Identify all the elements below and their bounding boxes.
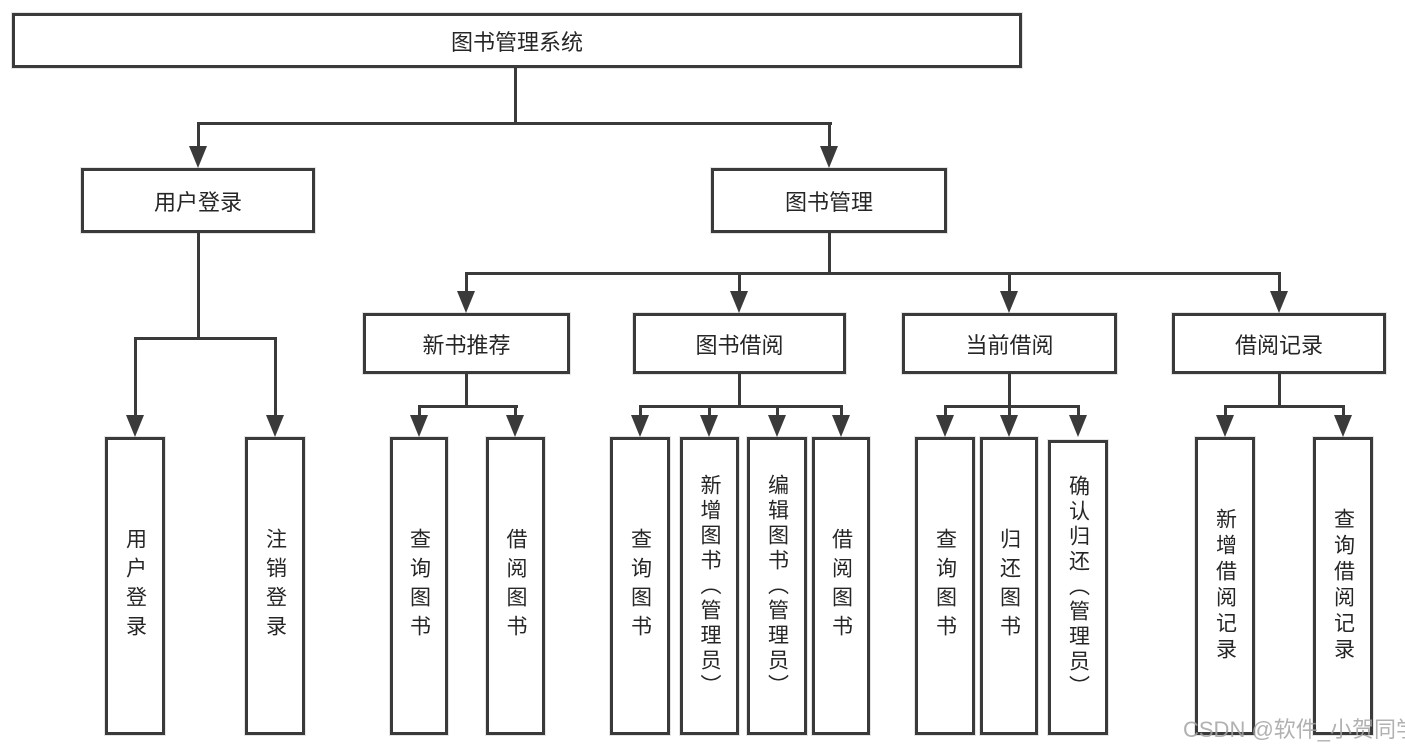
node-nb-borrow-label: 借阅图书 xyxy=(504,528,527,644)
connector-new-books-bus xyxy=(418,405,518,408)
arrow-cb-query xyxy=(936,415,954,437)
connector-drop-bb-edit xyxy=(776,405,779,417)
connector-drop-new-books xyxy=(465,272,468,293)
node-book-mgmt-label: 图书管理 xyxy=(784,189,873,215)
node-bb-query-label: 查询图书 xyxy=(628,528,652,644)
node-book-mgmt: 图书管理 xyxy=(711,168,947,233)
connector-new-books-stem xyxy=(465,374,468,405)
connector-borrow-records-stem xyxy=(1278,374,1281,405)
arrow-nb-query xyxy=(410,415,428,437)
arrow-br-query xyxy=(1334,415,1352,437)
connector-drop-cb-return xyxy=(1008,405,1011,417)
arrow-br-add xyxy=(1216,415,1234,437)
connector-borrow-records-bus xyxy=(1224,405,1345,408)
node-nb-query: 查询图书 xyxy=(390,437,448,735)
node-logout: 注销登录 xyxy=(245,437,305,735)
connector-drop-br-query xyxy=(1342,405,1345,417)
node-logout-label: 注销登录 xyxy=(263,528,287,644)
node-cb-query-label: 查询图书 xyxy=(933,528,957,644)
node-root: 图书管理系统 xyxy=(12,13,1022,68)
node-bb-borrow-label: 借阅图书 xyxy=(829,528,853,644)
connector-drop-logout xyxy=(274,337,277,417)
node-user-login-label: 用户登录 xyxy=(153,189,242,215)
connector-drop-user-login xyxy=(197,122,200,148)
arrow-bb-add xyxy=(700,415,718,437)
node-bb-borrow: 借阅图书 xyxy=(812,437,870,735)
arrow-bb-borrow xyxy=(832,415,850,437)
connector-user-login-bus xyxy=(134,337,277,340)
connector-root-bus xyxy=(197,122,832,125)
node-book-borrow: 图书借阅 xyxy=(633,313,846,374)
node-nb-query-label: 查询图书 xyxy=(407,528,431,644)
connector-book-borrow-stem xyxy=(738,374,741,405)
node-current-borrow-label: 当前借阅 xyxy=(965,332,1054,358)
node-br-add-label: 新增借阅记录 xyxy=(1213,508,1237,664)
node-cb-return-label: 归还图书 xyxy=(997,528,1021,644)
connector-drop-current-borrow xyxy=(1008,272,1011,293)
csdn-watermark: CSDN @软件_小贺同学 xyxy=(1183,717,1405,742)
connector-book-mgmt-bus xyxy=(465,272,1281,275)
node-root-label: 图书管理系统 xyxy=(450,29,583,55)
connector-drop-cb-confirm xyxy=(1077,405,1080,417)
node-new-books: 新书推荐 xyxy=(363,313,570,374)
connector-drop-login xyxy=(134,337,137,417)
arrow-cb-confirm xyxy=(1069,415,1087,437)
node-br-query-label: 查询借阅记录 xyxy=(1331,508,1355,664)
connector-drop-book-borrow xyxy=(738,272,741,293)
connector-drop-borrow-records xyxy=(1278,272,1281,293)
connector-drop-nb-borrow xyxy=(514,405,517,417)
node-br-query: 查询借阅记录 xyxy=(1313,437,1373,735)
node-bb-query: 查询图书 xyxy=(610,437,670,735)
arrow-logout xyxy=(266,415,284,437)
arrow-login xyxy=(126,415,144,437)
arrow-book-borrow xyxy=(730,291,748,313)
arrow-cb-return xyxy=(1000,415,1018,437)
connector-drop-br-add xyxy=(1224,405,1227,417)
node-cb-query: 查询图书 xyxy=(915,437,975,735)
connector-drop-nb-query xyxy=(418,405,421,417)
node-nb-borrow: 借阅图书 xyxy=(486,437,545,735)
node-login: 用户登录 xyxy=(105,437,165,735)
node-bb-add-label: 新增图书（管理员） xyxy=(698,473,721,699)
connector-root-stem xyxy=(514,68,517,122)
connector-user-login-stem xyxy=(197,233,200,337)
node-user-login: 用户登录 xyxy=(81,168,315,233)
node-new-books-label: 新书推荐 xyxy=(422,332,511,358)
node-bb-add: 新增图书（管理员） xyxy=(680,437,739,735)
arrow-bb-edit xyxy=(768,415,786,437)
arrow-book-mgmt xyxy=(820,146,838,168)
connector-drop-bb-borrow xyxy=(840,405,843,417)
node-borrow-records: 借阅记录 xyxy=(1172,313,1386,374)
node-cb-confirm-label: 确认归还（管理员） xyxy=(1066,475,1090,700)
node-login-label: 用户登录 xyxy=(123,528,147,644)
connector-current-borrow-bus xyxy=(944,405,1080,408)
arrow-nb-borrow xyxy=(506,415,524,437)
connector-book-borrow-bus xyxy=(639,405,843,408)
arrow-new-books xyxy=(457,291,475,313)
node-bb-edit: 编辑图书（管理员） xyxy=(747,437,807,735)
connector-drop-book-mgmt xyxy=(828,122,831,148)
connector-drop-cb-query xyxy=(944,405,947,417)
arrow-user-login xyxy=(189,146,207,168)
node-cb-return: 归还图书 xyxy=(980,437,1038,735)
node-borrow-records-label: 借阅记录 xyxy=(1234,332,1323,358)
node-cb-confirm: 确认归还（管理员） xyxy=(1048,440,1108,735)
node-book-borrow-label: 图书借阅 xyxy=(695,332,784,358)
node-bb-edit-label: 编辑图书（管理员） xyxy=(765,473,789,699)
connector-current-borrow-stem xyxy=(1008,374,1011,405)
arrow-current-borrow xyxy=(1000,291,1018,313)
node-br-add: 新增借阅记录 xyxy=(1195,437,1255,735)
connector-drop-bb-add xyxy=(708,405,711,417)
node-current-borrow: 当前借阅 xyxy=(902,313,1117,374)
connector-book-mgmt-stem xyxy=(828,233,831,272)
arrow-borrow-records xyxy=(1270,291,1288,313)
connector-drop-bb-query xyxy=(639,405,642,417)
arrow-bb-query xyxy=(631,415,649,437)
